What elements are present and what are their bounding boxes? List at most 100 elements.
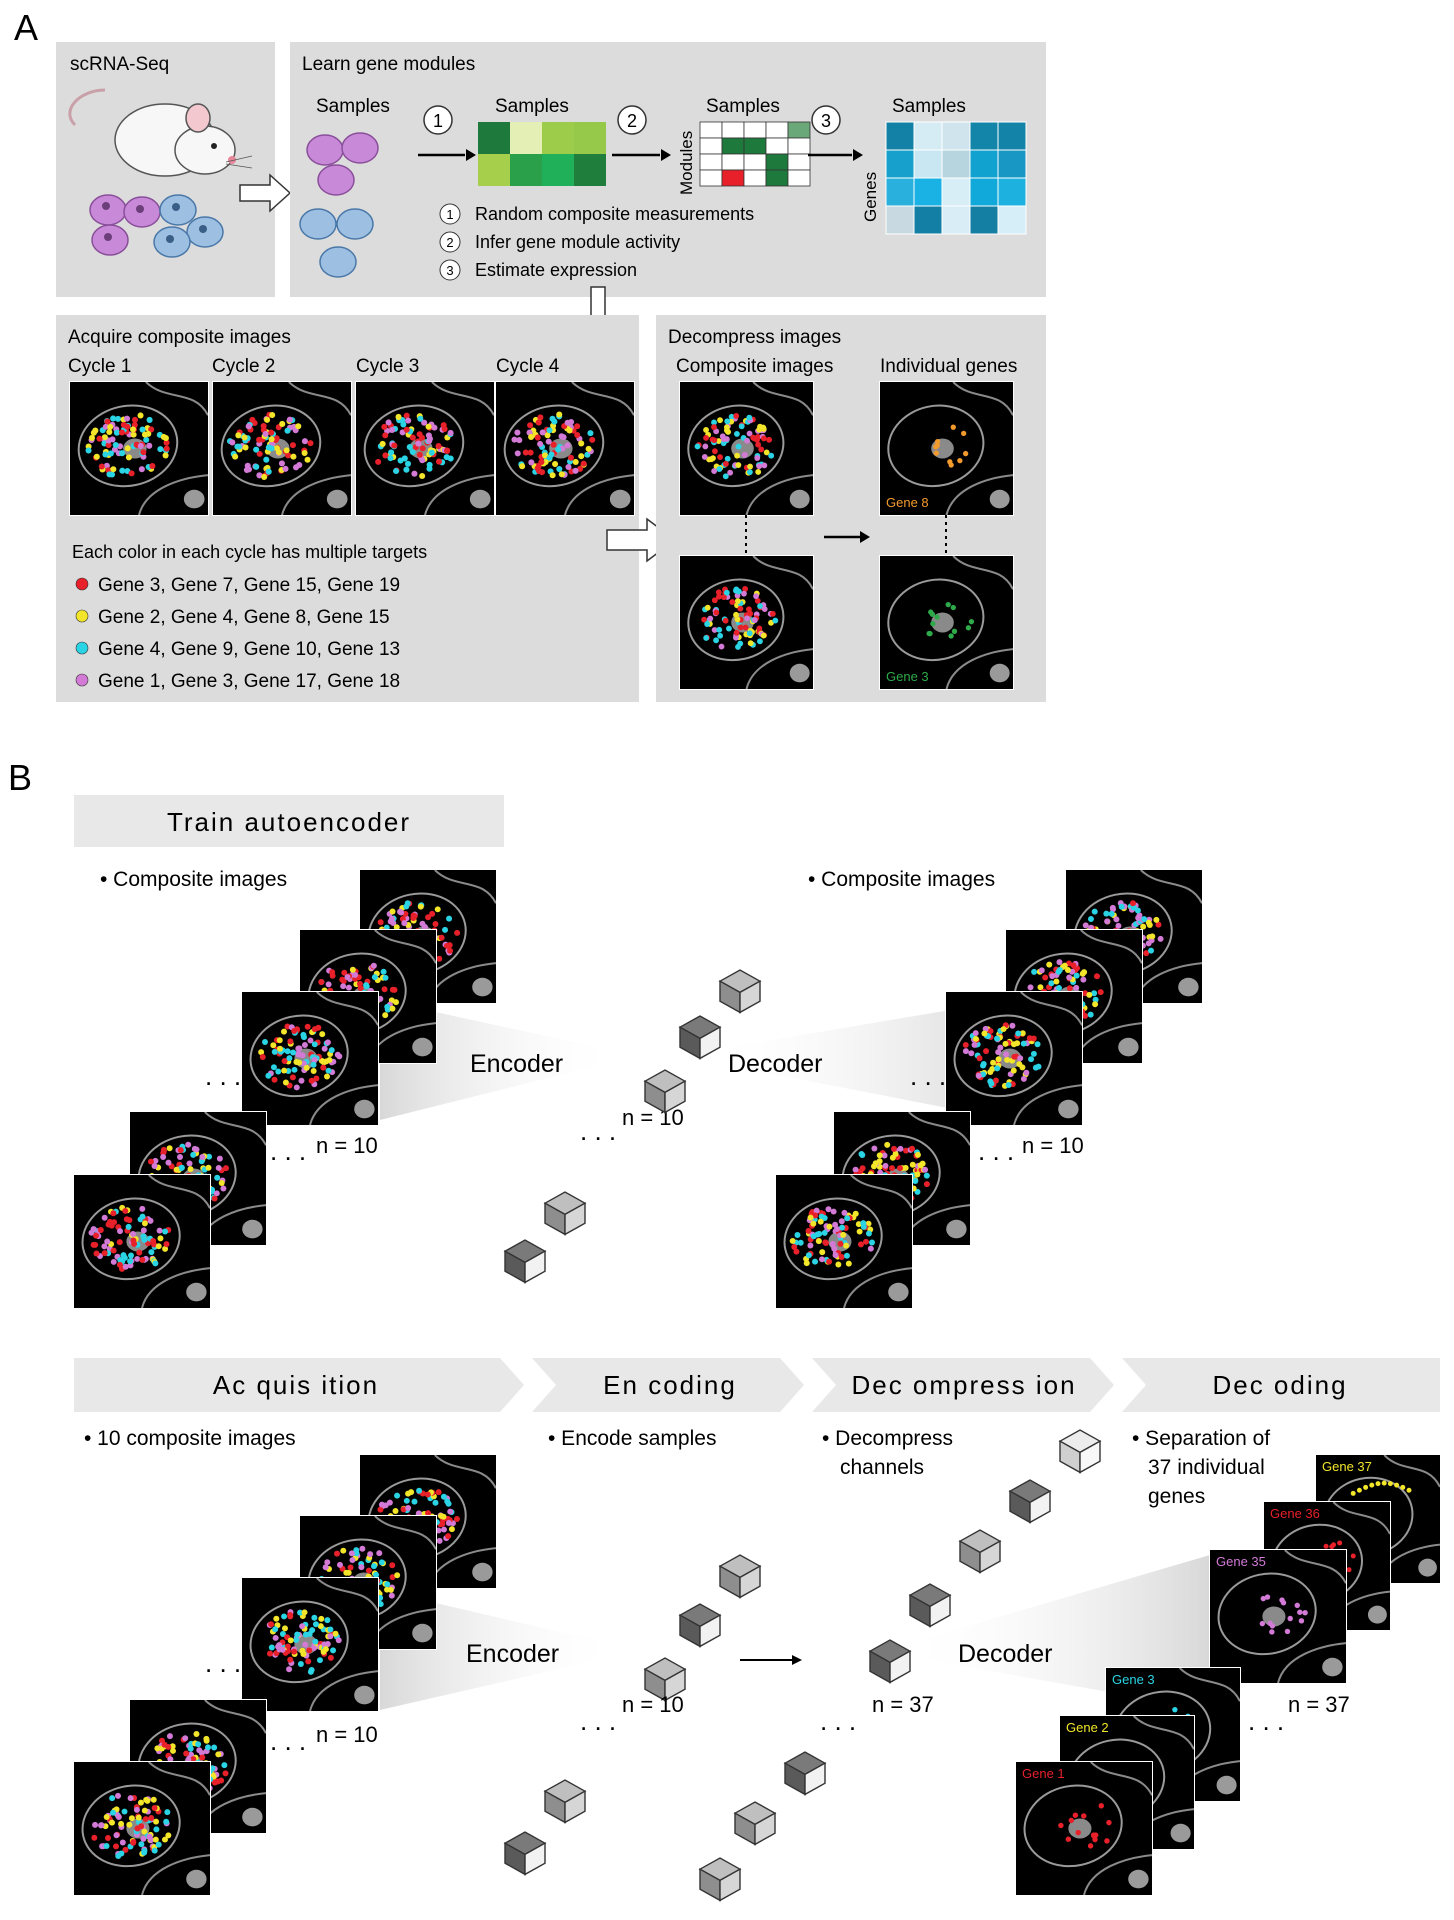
target-text-purple: Gene 1, Gene 3, Gene 17, Gene 18: [98, 671, 400, 692]
rna-spot: [253, 463, 260, 470]
rna-spot: [394, 1492, 401, 1499]
rna-spot: [324, 1039, 331, 1046]
rna-spot: [213, 1190, 220, 1197]
rna-spot: [948, 633, 954, 639]
latent-cubes-top: . . .: [503, 969, 762, 1284]
rna-spot: [1004, 1056, 1011, 1063]
rna-spot: [760, 632, 767, 639]
rna-spot: [203, 1737, 210, 1744]
rna-spot: [711, 437, 718, 444]
rna-spot: [139, 1256, 146, 1263]
rna-spot: [537, 414, 544, 421]
rna-spot: [104, 418, 111, 425]
rna-spot: [140, 449, 147, 456]
targets-legend: Gene 3, Gene 7, Gene 15, Gene 19 Gene 2,…: [75, 575, 400, 692]
rna-spot: [431, 424, 438, 431]
rna-spot: [279, 1631, 286, 1638]
rna-spot: [856, 1228, 863, 1235]
rna-spot: [822, 1239, 829, 1246]
rna-spot: [962, 1048, 969, 1055]
rna-spot: [927, 630, 933, 637]
rna-spot: [268, 1644, 275, 1651]
rna-spot: [951, 628, 958, 634]
rna-spot: [1294, 1602, 1300, 1609]
rna-spot: [185, 1141, 192, 1148]
rna-spot: [326, 1057, 333, 1064]
rna-spot: [282, 1079, 289, 1086]
rna-spot: [304, 456, 311, 463]
rna-spot: [141, 1236, 148, 1243]
acq-stack: . . . . . .: [73, 1454, 497, 1896]
pipeline-encoder-label: Encoder: [466, 1640, 559, 1668]
rna-spot: [118, 1820, 125, 1827]
acquire-note: Each color in each cycle has multiple ta…: [72, 542, 427, 562]
rna-spot: [446, 915, 453, 922]
rna-spot: [393, 924, 400, 931]
rna-spot: [1363, 1484, 1369, 1490]
rna-spot: [711, 597, 718, 604]
rna-spot: [435, 1527, 442, 1534]
rna-spot: [352, 971, 359, 978]
rna-spot: [722, 617, 729, 624]
rna-spot: [389, 1574, 396, 1581]
rna-spot: [1058, 1822, 1064, 1829]
cell-image: [241, 1577, 379, 1712]
encode-n: n = 10: [622, 1692, 684, 1717]
genes-label: Genes: [861, 172, 880, 222]
target-dot-purple: [75, 673, 89, 687]
rna-spot: [1032, 1064, 1039, 1071]
rna-spot: [416, 1487, 423, 1494]
rna-spot: [161, 1836, 168, 1843]
rna-spot: [418, 434, 425, 441]
rna-spot: [930, 621, 936, 627]
rna-spot: [744, 615, 751, 622]
samples-label-4: Samples: [892, 96, 966, 117]
rna-spot: [160, 433, 167, 440]
rna-spot: [981, 1030, 988, 1037]
rna-spot: [855, 1221, 862, 1228]
rna-spot: [276, 1642, 283, 1649]
rna-spot: [249, 416, 256, 423]
rna-spot: [373, 1571, 380, 1578]
rna-spot: [324, 1073, 330, 1080]
rna-spot: [711, 627, 718, 633]
cell-membrane: [81, 1197, 181, 1281]
rna-spot: [810, 1233, 817, 1240]
rna-spot: [280, 1028, 287, 1035]
train-decoder-label: Decoder: [728, 1050, 823, 1078]
rna-spot: [259, 1054, 266, 1061]
rna-spot: [304, 1023, 311, 1030]
rna-spot: [710, 455, 716, 462]
rna-spot: [403, 412, 410, 419]
rna-spot: [1010, 1041, 1017, 1048]
rna-spot: [914, 1188, 921, 1195]
cell-membrane: [687, 404, 785, 488]
rna-spot: [405, 1505, 412, 1511]
rna-spot: [110, 1210, 117, 1217]
rna-spot: [1323, 1543, 1329, 1549]
rna-spot: [165, 1743, 172, 1750]
rna-spot: [1331, 1542, 1337, 1548]
rna-spot: [315, 1024, 322, 1031]
rna-spot: [296, 461, 303, 469]
latent-cube-icon: [1058, 1429, 1102, 1474]
rna-spot: [444, 447, 451, 454]
rna-spot: [1010, 1067, 1017, 1074]
rna-spot: [1406, 1487, 1412, 1493]
rna-spot: [1042, 974, 1049, 981]
rna-spot: [578, 453, 585, 460]
decoder-funnel: [700, 1000, 1010, 1120]
learn-legend: 1 Random composite measurements 2 Infer …: [439, 203, 754, 281]
rna-spot: [717, 454, 723, 460]
rna-spot: [177, 1153, 183, 1160]
rna-spot: [1081, 1813, 1087, 1819]
rna-spot: [1269, 1629, 1275, 1635]
rna-spot: [717, 632, 724, 639]
gene-label: Gene 3: [886, 669, 929, 684]
rna-spot: [388, 449, 395, 456]
rna-spot: [922, 1166, 929, 1173]
rna-spot: [316, 1657, 323, 1664]
rna-spot: [296, 1045, 303, 1052]
rna-spot: [320, 1648, 327, 1655]
cell-image: [679, 555, 814, 690]
